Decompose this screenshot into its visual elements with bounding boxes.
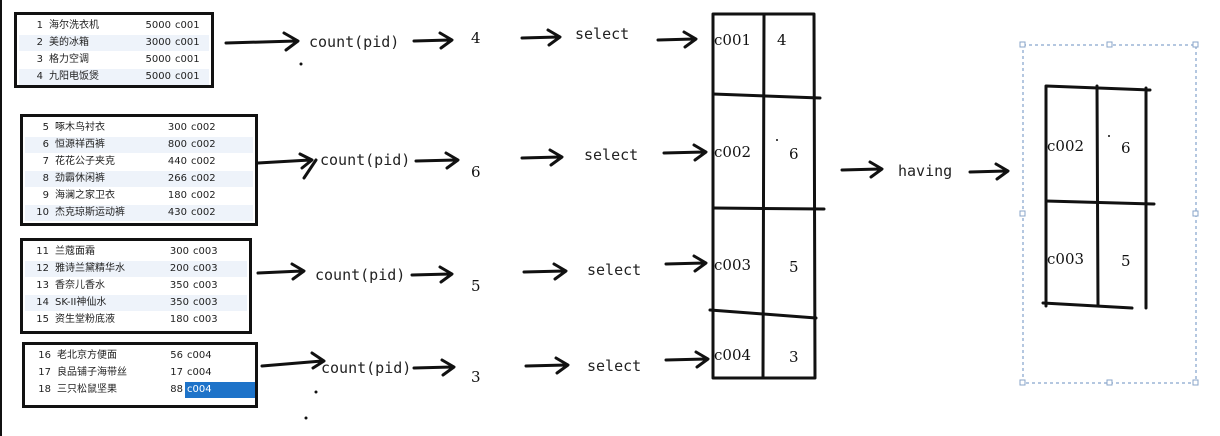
result-cid-cell: c001 [714, 31, 752, 49]
arrow-icon [522, 262, 568, 281]
result-count-cell: 5 [789, 258, 799, 276]
result-table-border [711, 12, 817, 380]
arrow-icon [520, 148, 564, 167]
count-label: count(pid) [309, 33, 400, 51]
arrow-icon [414, 151, 460, 170]
arrow-icon [224, 31, 300, 52]
arrow-icon [520, 28, 562, 47]
count-label: count(pid) [321, 359, 412, 377]
result-cid-cell: c002 [714, 143, 752, 161]
result-count-cell: 6 [789, 145, 799, 163]
arrow-icon [260, 351, 326, 370]
result-count-cell: 4 [777, 31, 787, 49]
arrow-icon [656, 30, 698, 49]
result-table-divider [761, 12, 766, 380]
count-value: 5 [471, 277, 481, 295]
select-label: select [575, 25, 630, 43]
selection-frame [1022, 44, 1197, 384]
filtered-count-cell: 6 [1121, 139, 1131, 157]
filtered-cid-cell: c002 [1047, 137, 1085, 155]
count-value: 3 [471, 368, 481, 386]
having-label: having [898, 162, 953, 180]
count-value: 4 [471, 29, 481, 47]
arrow-icon [662, 143, 708, 162]
result-table-row-line [711, 206, 826, 211]
selection-handles [1019, 41, 1199, 386]
selected-cell: c004 [185, 382, 255, 398]
arrow-icon [256, 152, 318, 180]
left-edge-line [0, 0, 2, 436]
filtered-table-row-line [1041, 301, 1134, 310]
stray-marks [299, 62, 1110, 420]
filtered-table-divider [1095, 84, 1100, 308]
arrow-icon [410, 265, 454, 284]
result-count-cell: 3 [789, 348, 799, 366]
result-table-row-line [711, 92, 822, 100]
result-cid-cell: c004 [714, 346, 752, 364]
count-label: count(pid) [320, 151, 411, 169]
arrow-icon [840, 160, 884, 179]
filtered-count-cell: 5 [1121, 252, 1131, 270]
arrow-icon [664, 350, 710, 369]
count-label: count(pid) [315, 266, 406, 284]
arrow-icon [968, 162, 1010, 181]
select-label: select [587, 261, 642, 279]
arrow-icon [256, 262, 306, 281]
select-label: select [584, 146, 639, 164]
arrow-icon [664, 254, 708, 273]
select-label: select [587, 357, 642, 375]
count-value: 6 [471, 163, 481, 181]
arrow-icon [412, 31, 454, 50]
filtered-table-row-line [1044, 199, 1156, 206]
arrow-icon [412, 358, 456, 377]
result-cid-cell: c003 [714, 256, 752, 274]
filtered-cid-cell: c003 [1047, 250, 1085, 268]
result-table-row-line [708, 308, 818, 320]
arrow-icon [524, 356, 570, 375]
